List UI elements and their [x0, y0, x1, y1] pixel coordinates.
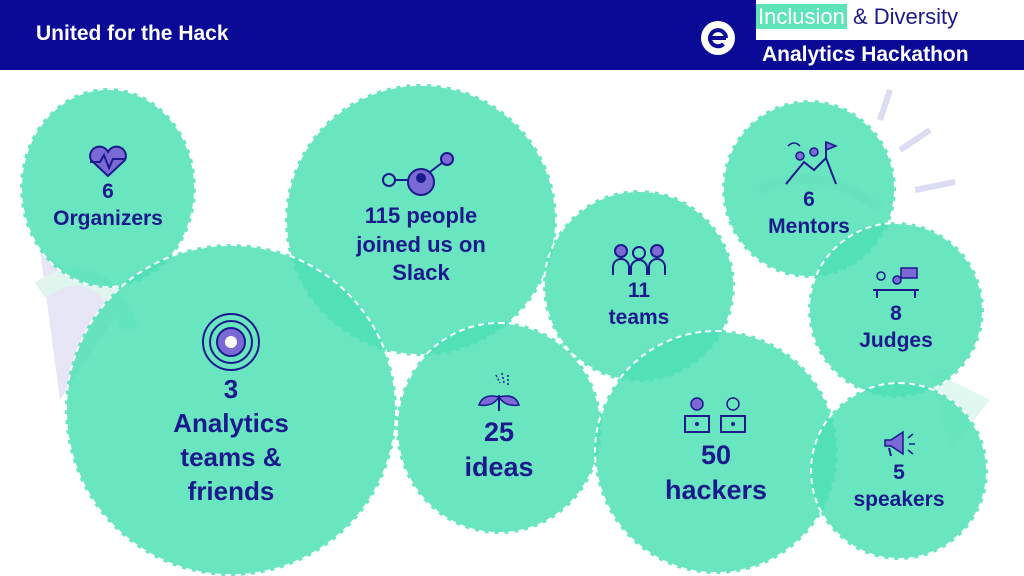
hackers-bubble: 50 hackers: [594, 330, 838, 574]
panel-icon: [871, 266, 921, 300]
hackers-label: hackers: [664, 475, 768, 505]
analytics-bubble: 3 Analytics teams & friends: [65, 244, 397, 576]
header-bar: United for the Hack: [0, 0, 756, 70]
analytics-line2: teams &: [180, 442, 282, 472]
heartbeat-icon: [86, 144, 130, 178]
organizers-bubble: 6 Organizers: [20, 88, 196, 288]
brand-highlight: Inclusion: [756, 4, 847, 29]
judges-count: 8: [890, 301, 902, 325]
ideas-count: 25: [483, 416, 515, 447]
sprout-icon: [474, 371, 524, 415]
teams-label: teams: [608, 306, 670, 329]
ideas-bubble: 25 ideas: [396, 322, 602, 534]
judges-label: Judges: [859, 329, 933, 352]
target-logo-icon: [200, 311, 262, 373]
organizers-count: 6: [102, 179, 114, 203]
mentors-count: 6: [803, 187, 815, 211]
organizers-label: Organizers: [53, 207, 163, 230]
network-user-icon: [379, 152, 463, 202]
teams-count: 11: [627, 278, 651, 302]
climbing-flag-icon: [780, 138, 838, 186]
analytics-line3: friends: [187, 475, 275, 506]
megaphone-icon: [879, 429, 919, 459]
analytics-count: 3: [223, 374, 239, 405]
mentors-label: Mentors: [768, 215, 850, 238]
slack-line1: 115 people: [364, 203, 478, 229]
speakers-bubble: 5 speakers: [810, 382, 988, 560]
analytics-line1: Analytics: [173, 408, 289, 439]
ideas-label: ideas: [464, 452, 534, 482]
teams-bubble: 11 teams: [543, 190, 735, 382]
slack-line3: Slack: [392, 260, 450, 286]
page-title: United for the Hack: [36, 22, 229, 45]
hackers-laptop-icon: [681, 396, 751, 438]
brand-rest: & Diversity: [846, 4, 959, 29]
hackers-count: 50: [700, 439, 732, 470]
speakers-label: speakers: [853, 488, 945, 511]
judges-bubble: 8 Judges: [808, 222, 984, 398]
group-icon: [611, 241, 667, 277]
slack-bubble: 115 people joined us on Slack: [285, 84, 557, 356]
e-logo-icon: [701, 21, 735, 55]
slack-line2: joined us on: [356, 231, 486, 257]
speakers-count: 5: [893, 460, 905, 484]
brand-title-bottom: Analytics Hackathon: [756, 40, 1024, 70]
brand-title-top: Inclusion & Diversity: [756, 4, 1024, 40]
